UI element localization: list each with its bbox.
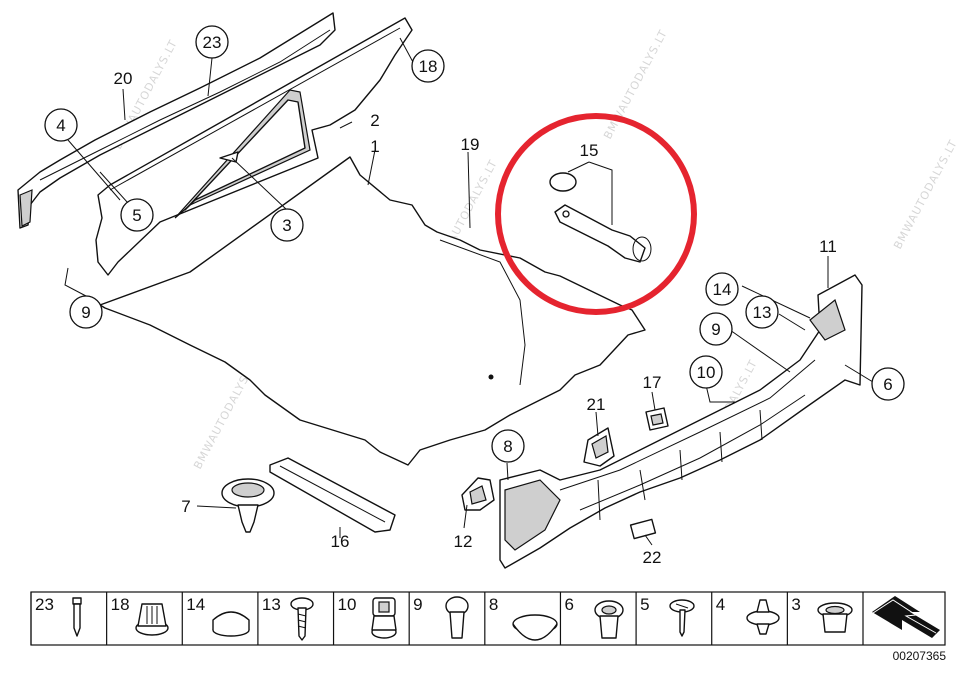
grommet-8-icon <box>512 614 558 641</box>
loading-sill-trim <box>499 274 863 569</box>
callout-22: 22 <box>643 548 662 567</box>
screw-13-icon <box>290 597 314 641</box>
watermark: BMWAUTODALYS.LT <box>891 137 960 251</box>
clip-17 <box>645 407 669 431</box>
bracket-21 <box>583 427 615 467</box>
strip-cell-label: 6 <box>564 595 573 614</box>
callout-7: 7 <box>181 497 190 516</box>
callout-23: 23 <box>203 33 222 52</box>
plug-14-icon <box>212 611 250 637</box>
strip-cell-label: 5 <box>640 595 649 614</box>
callout-12: 12 <box>454 532 473 551</box>
trunk-floor-carpet <box>99 156 646 466</box>
leader-lines <box>64 37 874 546</box>
callout-9b: 9 <box>711 320 720 339</box>
callout-17: 17 <box>643 373 662 392</box>
strip-cell-label: 10 <box>338 595 357 614</box>
callout-16: 16 <box>331 532 350 551</box>
callout-5: 5 <box>132 206 141 225</box>
strip-labels: 23 18 14 13 10 9 8 6 5 4 3 <box>35 595 801 614</box>
callout-20: 20 <box>114 69 133 88</box>
callout-1: 1 <box>370 137 379 156</box>
fastener-strip: 23 18 14 13 10 9 8 6 5 4 3 <box>30 591 946 646</box>
tie-down-strap-15 <box>549 172 652 263</box>
callout-10: 10 <box>697 363 716 382</box>
strip-cell-label: 13 <box>262 595 281 614</box>
strip-cell-label: 14 <box>186 595 205 614</box>
expanding-rivet-7 <box>221 478 275 533</box>
callout-15: 15 <box>580 141 599 160</box>
grommet-3-icon <box>817 602 853 633</box>
nut-10-icon <box>371 597 397 639</box>
bracket-12 <box>461 477 495 511</box>
rivet-9-icon <box>445 596 469 639</box>
callout-13: 13 <box>753 303 772 322</box>
callout-14: 14 <box>713 280 732 299</box>
callout-8: 8 <box>503 437 512 456</box>
strip-dividers <box>30 592 864 645</box>
strip-cell-label: 3 <box>791 595 800 614</box>
clip-4-icon <box>746 599 780 635</box>
strip-cell-label: 4 <box>716 595 725 614</box>
strip-cell-label: 9 <box>413 595 422 614</box>
callouts: 23 20 4 5 18 2 1 19 3 9 15 11 14 13 9 10… <box>44 25 905 567</box>
screw-5-icon <box>669 599 695 637</box>
callout-21: 21 <box>587 395 606 414</box>
callout-2: 2 <box>370 111 379 130</box>
label-22 <box>629 518 657 540</box>
strip-cell-label: 8 <box>489 595 498 614</box>
strip-cell-label: 18 <box>111 595 130 614</box>
clip-18-icon <box>135 603 169 636</box>
callout-19: 19 <box>461 135 480 154</box>
diagram-number: 00207365 <box>893 649 947 663</box>
parcel-shelf-panel <box>95 17 413 276</box>
floor-strip-16 <box>269 457 396 533</box>
callout-3: 3 <box>282 216 291 235</box>
callout-18: 18 <box>419 57 438 76</box>
rivet-23-icon <box>72 597 82 637</box>
callout-6: 6 <box>883 375 892 394</box>
side-trim-rail <box>17 12 336 229</box>
callout-9a: 9 <box>81 303 90 322</box>
callout-4: 4 <box>56 116 65 135</box>
nut-6-icon <box>594 600 624 639</box>
highlight-circle <box>495 113 697 315</box>
callout-11: 11 <box>819 237 837 256</box>
arrow-icon <box>869 596 940 638</box>
strip-cell-label: 23 <box>35 595 54 614</box>
